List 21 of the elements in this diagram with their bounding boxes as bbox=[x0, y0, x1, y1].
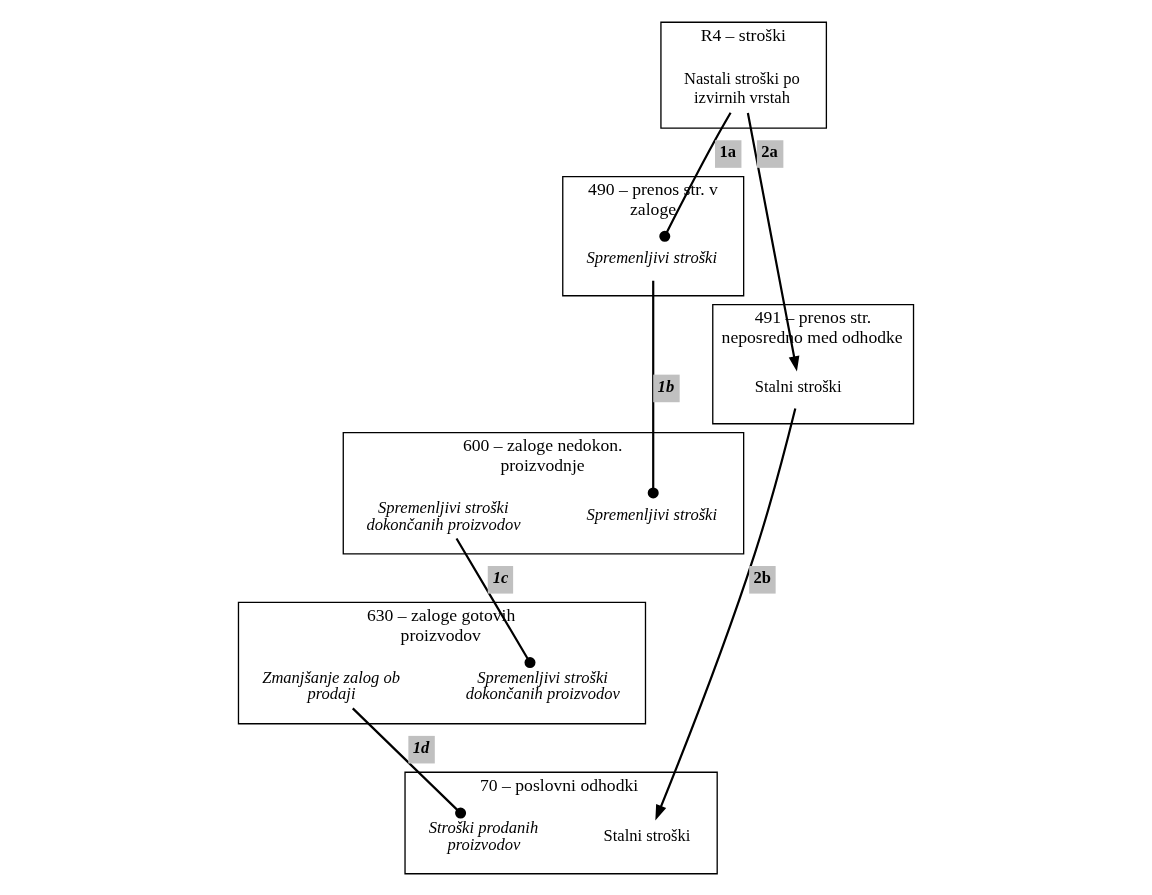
node-text: Stalni stroški bbox=[754, 376, 842, 396]
connector bbox=[647, 280, 659, 498]
node-text: Spremenljivi stroški dokončanih proizvodov bbox=[465, 667, 620, 703]
arrow bbox=[655, 407, 797, 820]
node-text: Nastali stroški po izvirnih vrstah bbox=[684, 68, 800, 107]
edge-label: 2b bbox=[753, 567, 772, 587]
node-text: Stalni stroški bbox=[603, 825, 691, 845]
edge-label: 2a bbox=[761, 141, 778, 161]
node-text: Stroški prodanih proizvodov bbox=[428, 817, 539, 853]
arrow bbox=[746, 112, 800, 372]
node-text: Zmanjšanje zalog ob prodaji bbox=[262, 667, 400, 703]
connector bbox=[455, 537, 536, 668]
node-text: Spremenljivi stroški bbox=[586, 504, 718, 524]
edge-label: 1b bbox=[657, 376, 675, 396]
edge-label: 1a bbox=[719, 141, 736, 161]
edge-label: 1c bbox=[492, 567, 509, 587]
connector bbox=[659, 111, 732, 242]
connector bbox=[352, 707, 467, 819]
edge-label: 1d bbox=[412, 737, 430, 757]
node-text: Spremenljivi stroški dokončanih proizvodov bbox=[366, 497, 521, 534]
node-text: Spremenljivi stroški bbox=[586, 247, 718, 267]
